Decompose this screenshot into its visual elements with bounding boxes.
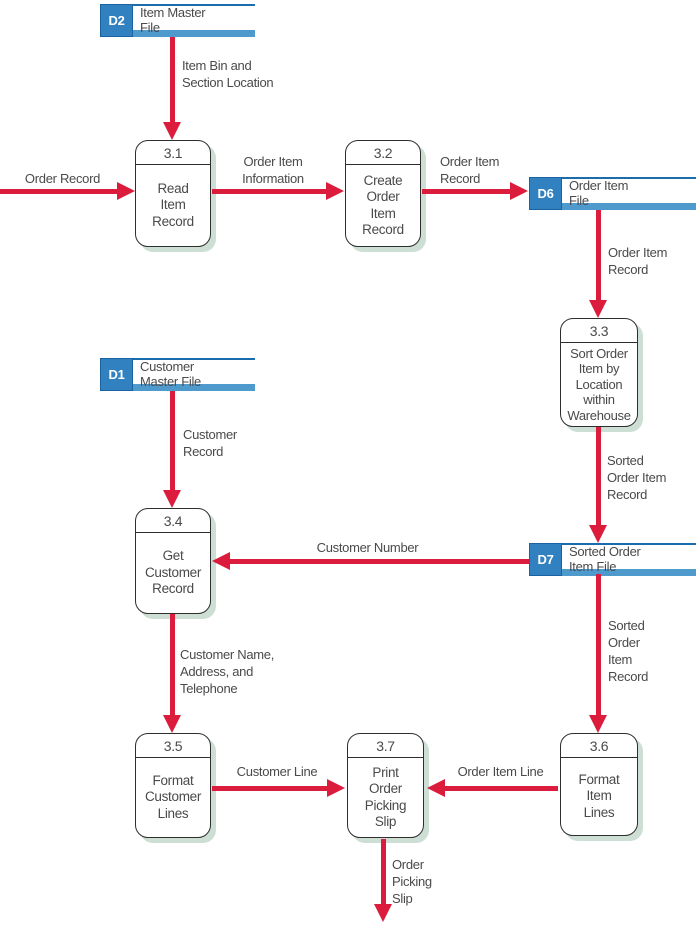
data-store-d1: D1 Customer Master File — [100, 358, 255, 391]
process-3-6: 3.6 Format Item Lines — [560, 733, 638, 836]
arrowhead-right-icon — [326, 182, 344, 200]
process-name: Get Customer Record — [144, 548, 202, 597]
flow-arrow-customer-line — [212, 786, 327, 791]
process-3-1: 3.1 Read Item Record — [135, 140, 211, 247]
process-number: 3.2 — [346, 141, 420, 165]
flow-arrow-sorted-order-item-record-from-d7 — [596, 574, 601, 715]
process-number: 3.1 — [136, 141, 210, 165]
arrowhead-right-icon — [327, 779, 345, 797]
flow-label-customer-record: Customer Record — [183, 427, 237, 459]
data-store-id-badge: D1 — [100, 358, 133, 391]
data-store-name: Order Item File — [569, 178, 629, 208]
process-3-2: 3.2 Create Order Item Record — [345, 140, 421, 247]
flow-arrow-order-item-record-to-d6 — [422, 189, 510, 194]
arrowhead-right-icon — [510, 182, 528, 200]
flow-label-customer-line: Customer Line — [236, 764, 318, 779]
data-store-id-badge: D7 — [529, 543, 562, 576]
data-store-d7: D7 Sorted Order Item File — [529, 543, 696, 576]
process-name: Create Order Item Record — [362, 172, 404, 238]
flow-label-order-picking-slip: Order Picking Slip — [392, 857, 432, 906]
data-store-id-badge: D6 — [529, 177, 562, 210]
flow-label-customer-name-address: Customer Name, Address, and Telephone — [180, 647, 275, 696]
data-store-d2: D2 Item Master File — [100, 4, 255, 37]
arrowhead-down-icon — [589, 715, 607, 733]
data-store-topline — [529, 177, 696, 179]
flow-arrow-order-picking-slip — [381, 839, 386, 904]
flow-label-sorted-order-item-record-to-d7: Sorted Order Item Record — [607, 453, 667, 502]
flow-label-order-item-record-to-d6: Order Item Record — [440, 154, 500, 186]
process-3-4: 3.4 Get Customer Record — [135, 508, 211, 614]
process-number: 3.7 — [348, 734, 423, 758]
process-3-3: 3.3 Sort Order Item by Location within W… — [560, 318, 638, 427]
arrowhead-left-icon — [212, 552, 230, 570]
flow-arrow-customer-number — [230, 559, 529, 564]
arrowhead-right-icon — [117, 182, 135, 200]
data-store-d6: D6 Order Item File — [529, 177, 696, 210]
arrowhead-down-icon — [589, 525, 607, 543]
data-store-name: Sorted Order Item File — [569, 544, 641, 574]
flow-label-sorted-order-item-record-from-d7: Sorted Order Item Record — [608, 618, 649, 684]
process-name: Format Customer Lines — [144, 772, 202, 821]
process-name: Read Item Record — [152, 180, 194, 229]
process-3-7: 3.7 Print Order Picking Slip — [347, 733, 424, 838]
flow-arrow-sorted-order-item-record-to-d7 — [596, 427, 601, 525]
flow-arrow-order-item-line — [445, 786, 558, 791]
process-number: 3.6 — [561, 734, 637, 758]
flow-label-item-bin: Item Bin and Section Location — [182, 58, 274, 90]
data-store-bottom-bar — [100, 30, 255, 37]
data-store-bottom-bar — [100, 384, 255, 391]
data-store-id-badge: D2 — [100, 4, 133, 37]
arrowhead-left-icon — [427, 779, 445, 797]
arrowhead-down-icon — [163, 715, 181, 733]
process-name: Sort Order Item by Location within Wareh… — [567, 345, 631, 423]
data-store-topline — [100, 4, 255, 6]
flow-arrow-customer-record — [170, 391, 175, 490]
arrowhead-down-icon — [589, 300, 607, 318]
flow-arrow-customer-name-address — [170, 614, 175, 715]
arrowhead-down-icon — [163, 490, 181, 508]
flow-arrow-order-item-record-from-d6 — [596, 210, 601, 300]
data-store-name: Item Master File — [140, 5, 206, 35]
process-number: 3.4 — [136, 509, 210, 533]
process-name: Print Order Picking Slip — [364, 764, 407, 830]
process-number: 3.3 — [561, 319, 637, 343]
flow-label-order-item-record-from-d6: Order Item Record — [608, 245, 668, 277]
data-store-topline — [100, 358, 255, 360]
data-store-bottom-bar — [529, 203, 696, 210]
process-number: 3.5 — [136, 734, 210, 758]
arrowhead-down-icon — [163, 122, 181, 140]
process-name: Format Item Lines — [578, 771, 620, 820]
flow-label-order-item-information: Order Item Information — [242, 154, 304, 186]
flow-label-order-record: Order Record — [24, 171, 101, 186]
flow-label-order-item-line: Order Item Line — [457, 764, 544, 779]
flow-label-customer-number: Customer Number — [316, 540, 419, 555]
data-store-bottom-bar — [529, 569, 696, 576]
data-store-topline — [529, 543, 696, 545]
arrowhead-down-icon — [374, 904, 392, 922]
process-3-5: 3.5 Format Customer Lines — [135, 733, 211, 838]
flow-arrow-order-item-information — [212, 189, 326, 194]
flow-arrow-order-record — [0, 189, 117, 194]
data-store-name: Customer Master File — [140, 359, 201, 389]
flow-arrow-item-bin — [170, 37, 175, 122]
